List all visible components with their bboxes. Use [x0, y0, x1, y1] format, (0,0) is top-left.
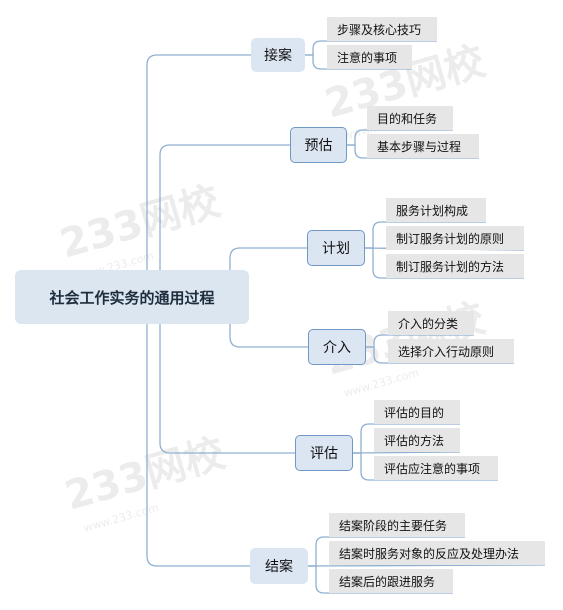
leaf-topic[interactable]: 基本步骤与过程 — [367, 134, 479, 158]
branch-leaf-connector — [353, 423, 460, 454]
leaf-topic[interactable]: 介入的分类 — [388, 311, 474, 335]
branch-leaf-connector — [347, 129, 453, 146]
branch-leaf-connector — [307, 564, 546, 567]
branch-leaf-connector — [352, 451, 461, 454]
branch-topic-intake[interactable]: 接案 — [251, 38, 305, 72]
leaf-topic[interactable]: 制订服务计划的原则 — [386, 226, 524, 250]
root-branch-connector — [159, 144, 290, 270]
branch-leaf-connector — [366, 334, 474, 348]
root-branch-connector — [146, 324, 250, 567]
leaf-topic[interactable]: 评估的方法 — [374, 428, 460, 452]
leaf-topic[interactable]: 结案后的跟进服务 — [329, 569, 453, 593]
branch-leaf-connector — [347, 144, 479, 159]
branch-leaf-connector — [308, 565, 453, 594]
branch-leaf-connector — [308, 536, 465, 567]
root-branch-connector — [159, 324, 295, 454]
leaf-topic[interactable]: 结案时服务对象的反应及处理办法 — [329, 541, 545, 565]
root-branch-connector — [229, 324, 308, 348]
leaf-topic[interactable]: 选择介入行动原则 — [388, 339, 514, 363]
leaf-topic[interactable]: 评估的目的 — [374, 400, 460, 424]
leaf-topic[interactable]: 步骤及核心技巧 — [327, 17, 437, 41]
branch-leaf-connector — [353, 452, 498, 481]
branch-topic-closing[interactable]: 结案 — [250, 548, 308, 584]
root-branch-connector — [229, 247, 307, 270]
branch-topic-planning[interactable]: 计划 — [307, 230, 365, 266]
branch-topic-assessment[interactable]: 预估 — [290, 127, 347, 163]
root-branch-connector — [146, 54, 251, 270]
leaf-topic[interactable]: 结案阶段的主要任务 — [329, 513, 465, 537]
leaf-topic[interactable]: 制订服务计划的方法 — [386, 254, 524, 278]
branch-leaf-connector — [305, 54, 412, 70]
branch-leaf-connector — [365, 221, 486, 249]
root-topic[interactable]: 社会工作实务的通用过程 — [15, 270, 249, 324]
branch-topic-intervention[interactable]: 介入 — [308, 329, 366, 365]
branch-leaf-connector — [365, 247, 524, 279]
leaf-topic[interactable]: 评估应注意的事项 — [374, 456, 498, 480]
leaf-topic[interactable]: 服务计划构成 — [386, 198, 486, 222]
branch-topic-evaluation[interactable]: 评估 — [295, 435, 353, 471]
leaf-topic[interactable]: 目的和任务 — [367, 106, 453, 130]
branch-leaf-connector — [305, 40, 437, 56]
leaf-topic[interactable]: 注意的事项 — [327, 45, 412, 69]
branch-leaf-connector — [366, 346, 514, 364]
